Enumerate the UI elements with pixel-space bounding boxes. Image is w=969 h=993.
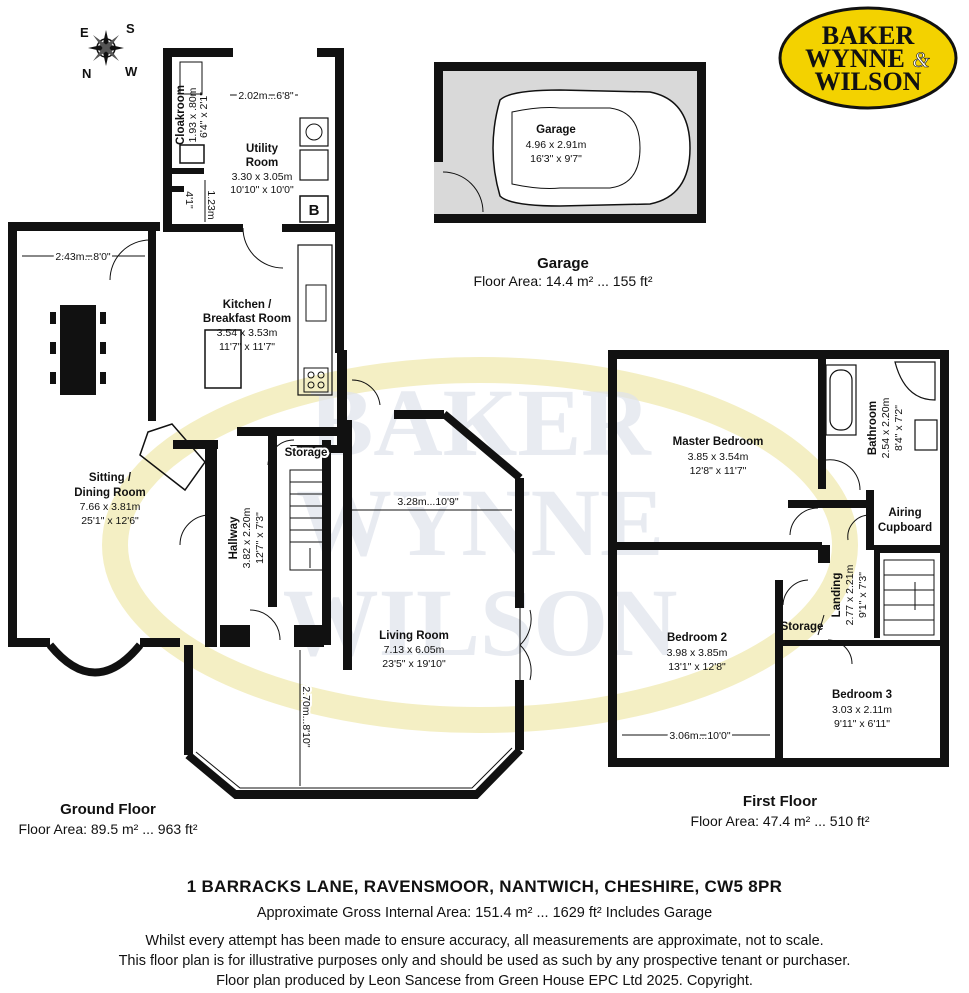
airing-cupboard-label-1: Airing	[888, 507, 921, 519]
disclaimer-line-1: Whilst every attempt has been made to en…	[145, 933, 824, 949]
logo-line1: BAKER	[822, 21, 915, 50]
measure-utility-depth-ft: 4'1"	[183, 191, 195, 209]
sitting-label-1: Sitting /	[89, 472, 132, 484]
washing-machine-icon	[299, 117, 329, 147]
logo-line2: WYNNE	[805, 44, 905, 73]
bathroom-dims-m: 2.54 x 2.20m	[880, 397, 892, 458]
ground-dimension-lines	[22, 94, 512, 786]
garage-dims-ft: 16'3" x 9'7"	[530, 153, 582, 165]
compass-north: N	[82, 66, 91, 81]
bedroom2-dims-ft: 13'1" x 12'8"	[668, 661, 726, 673]
gross-internal-area: Approximate Gross Internal Area: 151.4 m…	[256, 905, 713, 921]
watermark-line2: WYNNE	[296, 469, 664, 576]
floor-plan: BAKER WYNNE WILSON S E N W BAKER WYNNE &…	[8, 6, 958, 837]
measure-dining-width: 2.43m...8'0"	[55, 251, 111, 263]
bay-window-glazing	[12, 260, 521, 789]
cloakroom-dims-m: 1.93 x .80m	[187, 87, 199, 142]
living-dims-m: 7.13 x 6.05m	[384, 644, 445, 656]
first-floor-title: First Floor	[743, 793, 817, 810]
boiler-label: B	[309, 202, 320, 219]
disclaimer-line-2: This floor plan is for illustrative purp…	[118, 953, 851, 969]
ground-floor-title: Ground Floor	[60, 801, 156, 818]
logo-line3: WILSON	[815, 67, 922, 96]
cloakroom-basin-icon	[179, 144, 205, 164]
storage-first-label: Storage	[781, 621, 824, 633]
kitchen-dims-m: 3.54 x 3.53m	[217, 327, 278, 339]
master-bedroom-label: Master Bedroom	[673, 436, 764, 448]
appliance-icon	[299, 149, 329, 181]
logo-amp: &	[912, 47, 930, 72]
garage-plan	[434, 62, 706, 223]
boiler-icon	[299, 195, 329, 223]
measure-utility-depth-m: 1.23m	[205, 190, 217, 219]
disclaimer-line-3: Floor plan produced by Leon Sancese from…	[216, 973, 753, 989]
landing-label: Landing	[831, 573, 843, 618]
ground-stairs	[289, 469, 331, 571]
bathroom-dims-ft: 8'4" x 7'2"	[893, 405, 905, 451]
garage-title: Garage	[537, 255, 589, 272]
compass-south: S	[126, 21, 135, 36]
hallway-dims-m: 3.82 x 2.20m	[241, 507, 253, 568]
living-label: Living Room	[379, 630, 449, 642]
kitchen-table	[204, 329, 242, 389]
first-floor-walls	[608, 350, 949, 767]
kitchen-counter	[297, 244, 333, 396]
measure-utility-width: 2.02m...6'8"	[238, 90, 294, 102]
agency-logo: BAKER WYNNE & WILSON	[778, 6, 958, 110]
ground-floor-area: Floor Area: 89.5 m² ... 963 ft²	[19, 821, 198, 837]
utility-dims-ft: 10'10" x 10'0"	[230, 184, 294, 196]
bedroom2-label: Bedroom 2	[667, 632, 727, 644]
compass-west: W	[125, 64, 138, 79]
landing-dims-ft: 9'1" x 7'3"	[857, 572, 869, 618]
kitchen-label-2: Breakfast Room	[203, 313, 291, 325]
cloakroom-label: Cloakroom	[175, 85, 187, 145]
sitting-room-bay	[46, 642, 144, 677]
bathroom-fittings	[825, 361, 938, 451]
measure-living-bay: 2.70m...8'10"	[300, 686, 312, 747]
kitchen-dims-ft: 11'7" x 11'7"	[219, 341, 275, 353]
sitting-dims-ft: 25'1" x 12'6"	[81, 515, 139, 527]
bedroom3-dims-ft: 9'11" x 6'11"	[834, 718, 890, 730]
bedroom3-dims-m: 3.03 x 2.11m	[832, 704, 892, 716]
storage-ground-label: Storage	[285, 447, 328, 459]
garage-dims-m: 4.96 x 2.91m	[526, 139, 587, 151]
sitting-dims-m: 7.66 x 3.81m	[80, 501, 141, 513]
landing-dims-m: 2.77 x 2.21m	[844, 564, 856, 625]
utility-label-1: Utility	[246, 143, 279, 155]
cloakroom-dims-ft: 6'4" x 2'1"	[198, 92, 210, 138]
bathroom-label: Bathroom	[867, 401, 879, 455]
compass-east: E	[80, 25, 89, 40]
hallway-label: Hallway	[228, 516, 240, 559]
bedroom2-dims-m: 3.98 x 3.85m	[667, 647, 728, 659]
utility-label-2: Room	[246, 157, 279, 169]
fireplace	[139, 423, 206, 492]
watermark-line3: WILSON	[283, 569, 678, 676]
living-room-bay	[185, 410, 523, 799]
living-dims-ft: 23'5" x 19'10"	[382, 658, 446, 670]
sink-icon	[305, 284, 327, 322]
car-icon	[492, 89, 691, 207]
bedroom3-label: Bedroom 3	[832, 689, 892, 701]
hob-icon	[303, 367, 329, 393]
ground-doors	[109, 227, 532, 681]
garage-area: Floor Area: 14.4 m² ... 155 ft²	[474, 273, 653, 289]
kitchen-label-1: Kitchen /	[223, 299, 272, 311]
measure-living-width: 3.28m...10'9"	[397, 496, 458, 508]
utility-dims-m: 3.30 x 3.05m	[232, 171, 293, 183]
hallway-dims-ft: 12'7" x 7'3"	[254, 512, 266, 564]
dining-table	[50, 305, 106, 395]
master-bedroom-dims-ft: 12'8" x 11'7"	[690, 465, 747, 477]
master-bedroom-dims-m: 3.85 x 3.54m	[688, 451, 749, 463]
compass-icon: S E N W	[80, 21, 138, 81]
watermark-line1: BAKER	[309, 369, 652, 476]
measure-bedroom2-width: 3.06m...10'0"	[669, 730, 730, 742]
first-doors	[782, 459, 871, 665]
sitting-label-2: Dining Room	[74, 487, 146, 499]
property-address: 1 BARRACKS LANE, RAVENSMOOR, NANTWICH, C…	[186, 877, 783, 896]
garage-room-label: Garage	[536, 124, 576, 136]
first-floor-area: Floor Area: 47.4 m² ... 510 ft²	[691, 813, 870, 829]
cloakroom-toilet-icon	[179, 61, 203, 95]
airing-cupboard-label-2: Cupboard	[878, 522, 932, 534]
first-stairs	[883, 559, 935, 636]
